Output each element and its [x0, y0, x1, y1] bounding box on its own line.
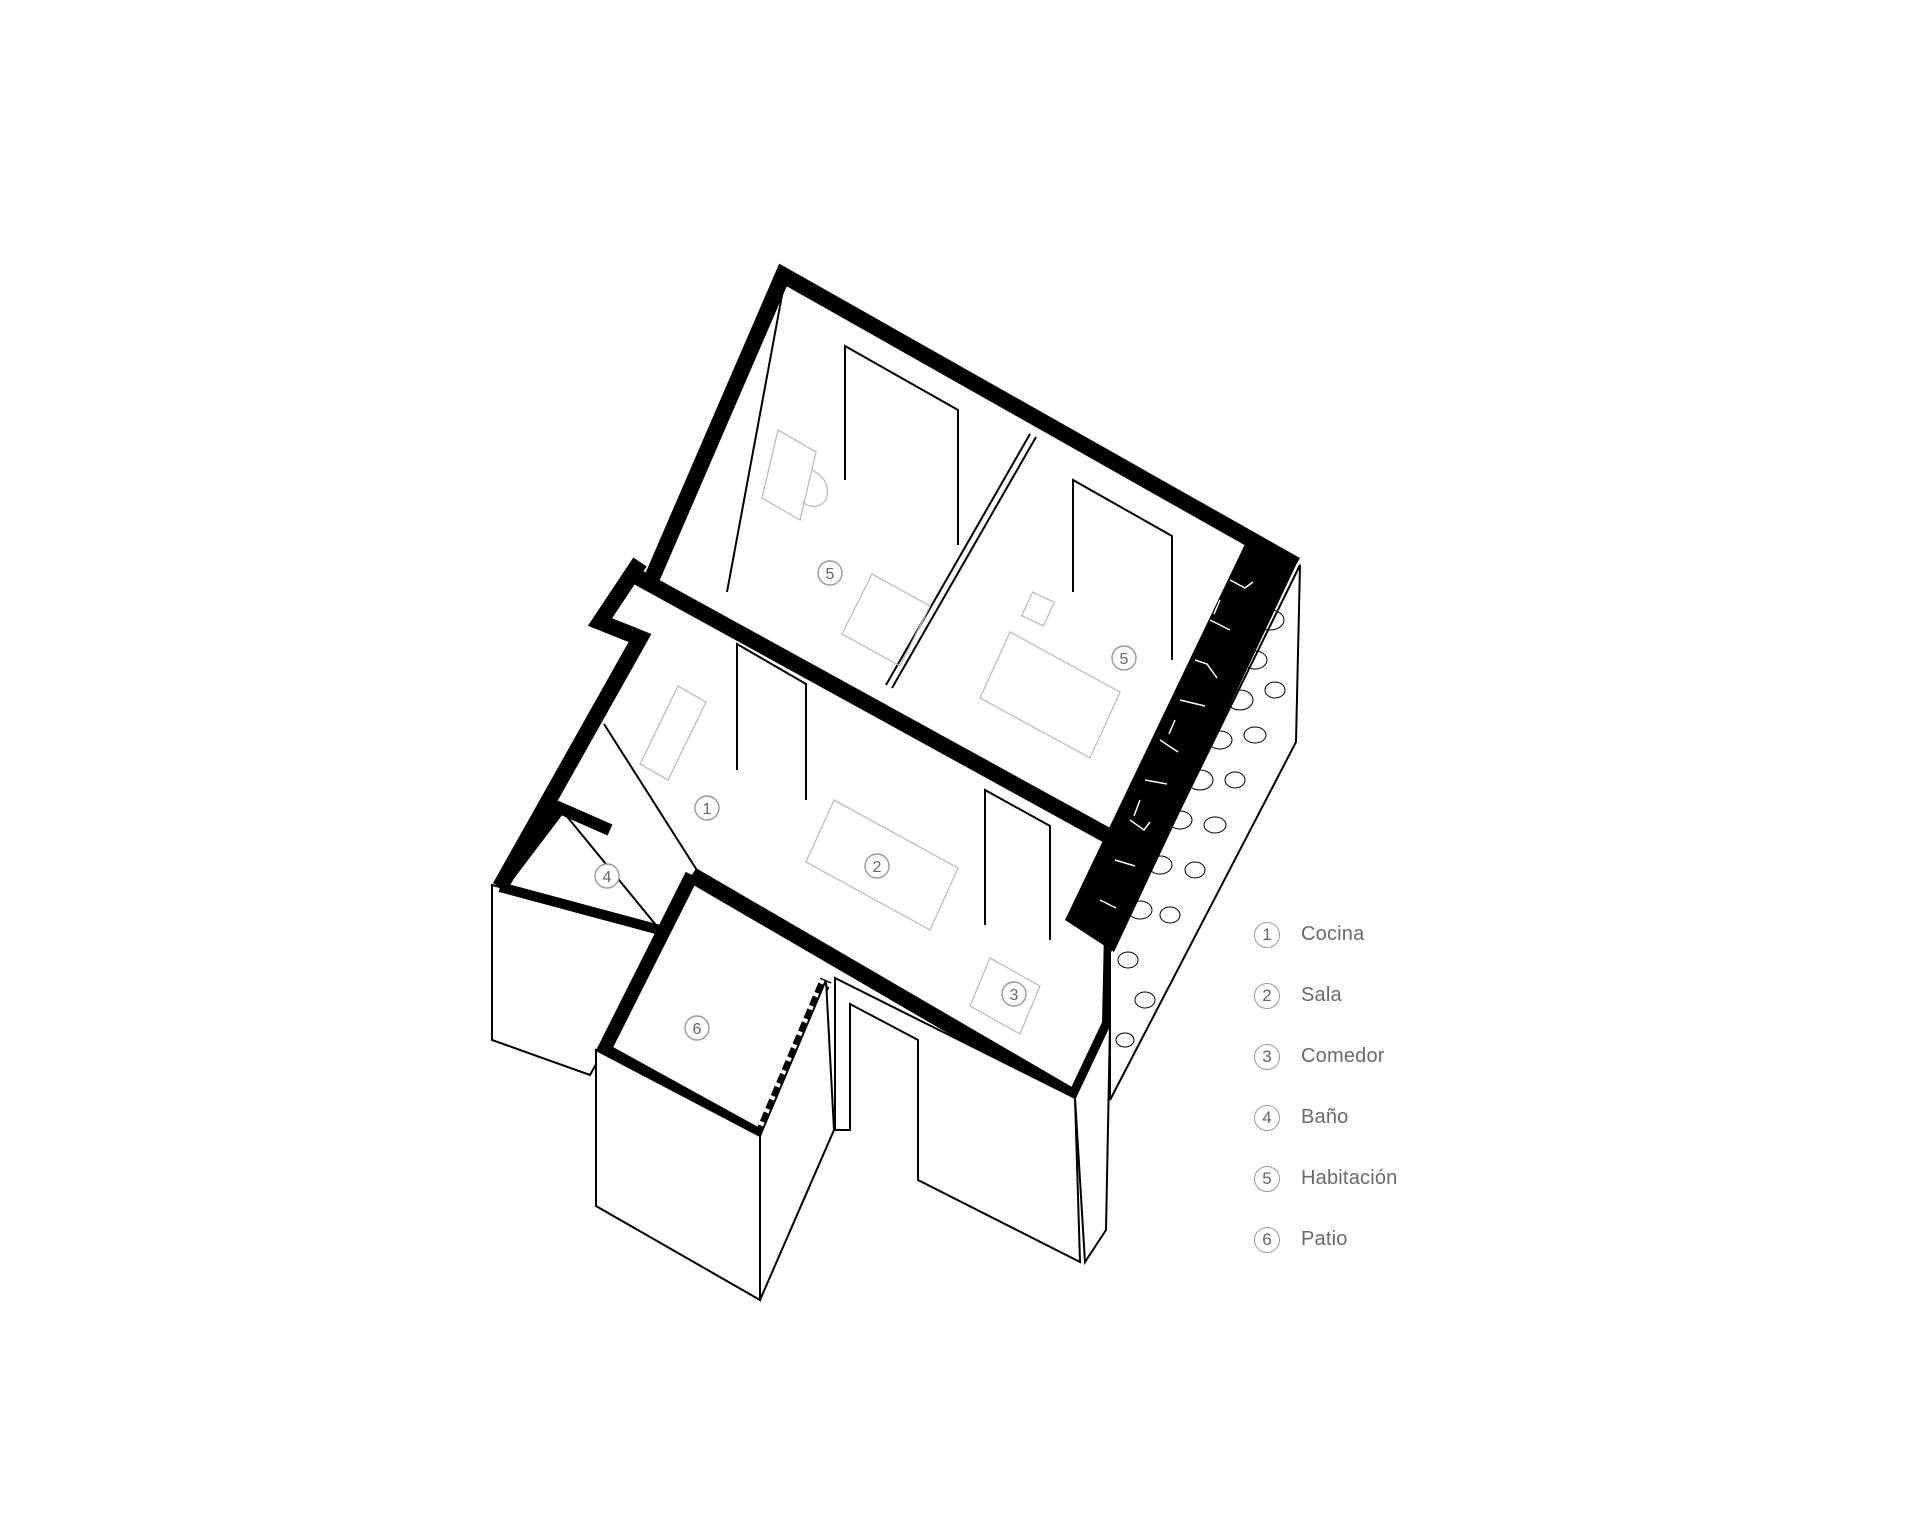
dining-table	[969, 957, 1041, 1035]
pillow	[1020, 591, 1056, 627]
svg-text:2: 2	[873, 859, 882, 876]
kitchen-divider	[603, 723, 701, 876]
legend-label: Habitación	[1301, 1167, 1398, 1189]
tag-kitchen: 1	[694, 795, 720, 821]
tag-bath: 4	[594, 863, 620, 889]
legend-item-patio: 6 Patio	[1254, 1209, 1554, 1270]
bedroom-right-door	[1072, 478, 1173, 660]
tag-patio: 6	[684, 1015, 710, 1041]
stone-cracks	[1099, 579, 1254, 909]
legend-item-habitacion: 5 Habitación	[1254, 1148, 1554, 1209]
legend-number: 5	[1254, 1165, 1280, 1192]
desk	[761, 428, 817, 522]
bed-right	[979, 631, 1121, 759]
tag-bedroom-left: 5	[817, 560, 843, 586]
legend-label: Cocina	[1301, 923, 1365, 945]
tag-living: 2	[864, 853, 890, 879]
svg-text:5: 5	[826, 566, 835, 583]
tag-bedroom-right: 5	[1111, 645, 1137, 671]
bed-left	[841, 573, 931, 667]
furniture	[639, 428, 1121, 1035]
bedroom-left-edge	[726, 289, 784, 593]
bedroom-divider-2	[885, 433, 1031, 686]
main-front-face	[834, 976, 1082, 1264]
living-block-left-wall	[493, 557, 652, 891]
svg-text:1: 1	[703, 801, 712, 818]
legend-item-sala: 2 Sala	[1254, 965, 1554, 1026]
legend-number: 4	[1254, 1104, 1280, 1131]
sofa	[805, 799, 959, 931]
room-tags: 5 5 1 2 3 4 6	[594, 560, 1137, 1041]
tag-dining: 3	[1001, 981, 1027, 1007]
right-corner-face	[1073, 1023, 1111, 1266]
svg-text:3: 3	[1010, 987, 1019, 1004]
svg-text:4: 4	[603, 869, 612, 886]
kitchen-counter	[639, 685, 707, 781]
living-door-1	[736, 642, 807, 800]
patio-side-face	[759, 979, 836, 1301]
svg-text:5: 5	[1120, 651, 1129, 668]
legend-number: 3	[1254, 1043, 1280, 1070]
legend-label: Baño	[1301, 1106, 1349, 1128]
legend-number: 2	[1254, 982, 1280, 1009]
stone-wall-top	[1065, 544, 1296, 952]
stone-pattern	[1115, 609, 1286, 1048]
legend-label: Patio	[1301, 1228, 1348, 1250]
chair	[801, 469, 829, 508]
legend-item-bano: 4 Baño	[1254, 1087, 1554, 1148]
living-door-2	[984, 788, 1051, 940]
bedroom-block-top-wall	[644, 263, 1300, 582]
legend-number: 1	[1254, 921, 1280, 948]
legend-item-comedor: 3 Comedor	[1254, 1026, 1554, 1087]
left-elevation-face	[491, 874, 693, 1077]
bedroom-left-door	[844, 344, 959, 545]
legend-label: Comedor	[1301, 1045, 1385, 1067]
bedroom-divider	[891, 436, 1037, 689]
room-legend: 1 Cocina 2 Sala 3 Comedor 4 Baño 5 Habit…	[1254, 904, 1554, 1270]
svg-text:6: 6	[693, 1021, 702, 1038]
bedroom-living-wall	[628, 566, 1116, 846]
legend-number: 6	[1254, 1226, 1280, 1253]
legend-label: Sala	[1301, 984, 1342, 1006]
legend-item-cocina: 1 Cocina	[1254, 904, 1554, 965]
